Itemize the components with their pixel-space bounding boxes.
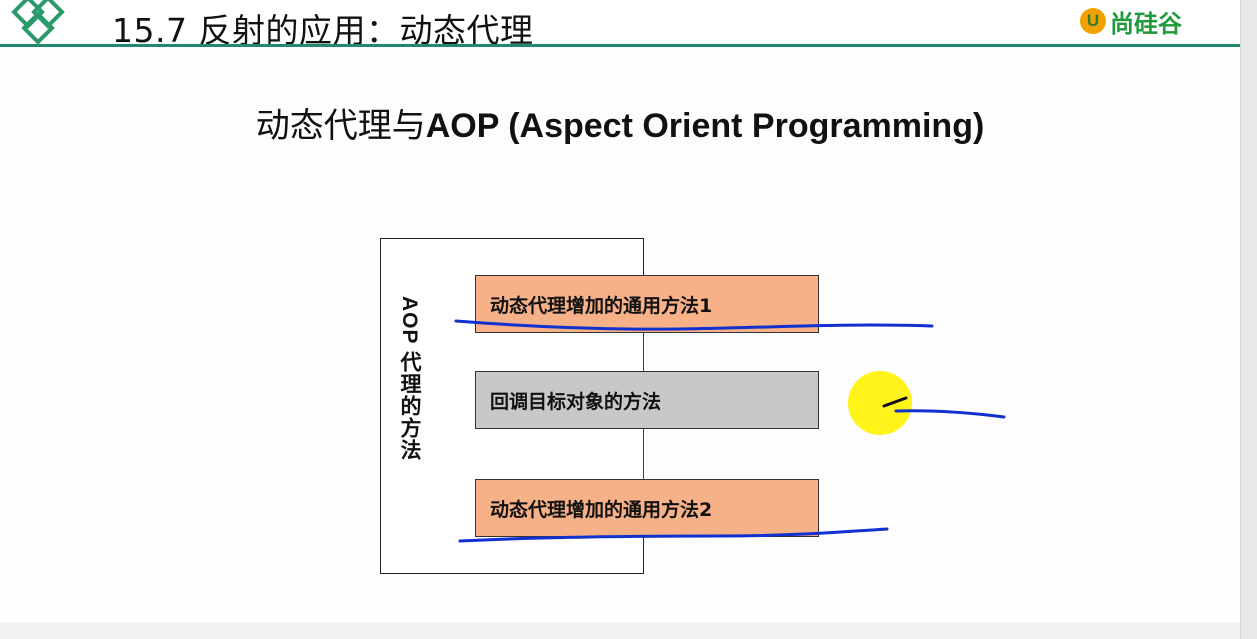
ink-arrow	[894, 409, 1006, 419]
cursor-highlight	[848, 371, 912, 435]
window-right-edge	[1240, 0, 1257, 639]
subtitle-english: AOP (Aspect Orient Programming)	[425, 107, 985, 145]
callback-method-box: 回调目标对象的方法	[475, 371, 819, 429]
window-bottom-edge	[0, 622, 1240, 639]
brand-mark-icon: U	[1080, 8, 1106, 34]
added-method-box-1: 动态代理增加的通用方法1	[475, 275, 819, 333]
connector-line	[643, 333, 644, 371]
slide-header: 15.7 反射的应用：动态代理 U 尚硅谷	[0, 0, 1257, 50]
added-method-box-2: 动态代理增加的通用方法2	[475, 479, 819, 537]
header-divider	[0, 44, 1240, 47]
brand-logo: U 尚硅谷	[1080, 4, 1182, 38]
aop-frame-label: AOP 代理的方法	[398, 296, 421, 461]
slide-subtitle: 动态代理与AOP (Aspect Orient Programming)	[0, 98, 1240, 147]
brand-name: 尚硅谷	[1110, 9, 1182, 38]
ink-mark	[882, 396, 908, 408]
diamond-logo-icon	[11, 0, 65, 45]
slide-title: 15.7 反射的应用：动态代理	[112, 11, 534, 50]
connector-line	[643, 428, 644, 479]
subtitle-chinese: 动态代理与	[255, 106, 426, 146]
